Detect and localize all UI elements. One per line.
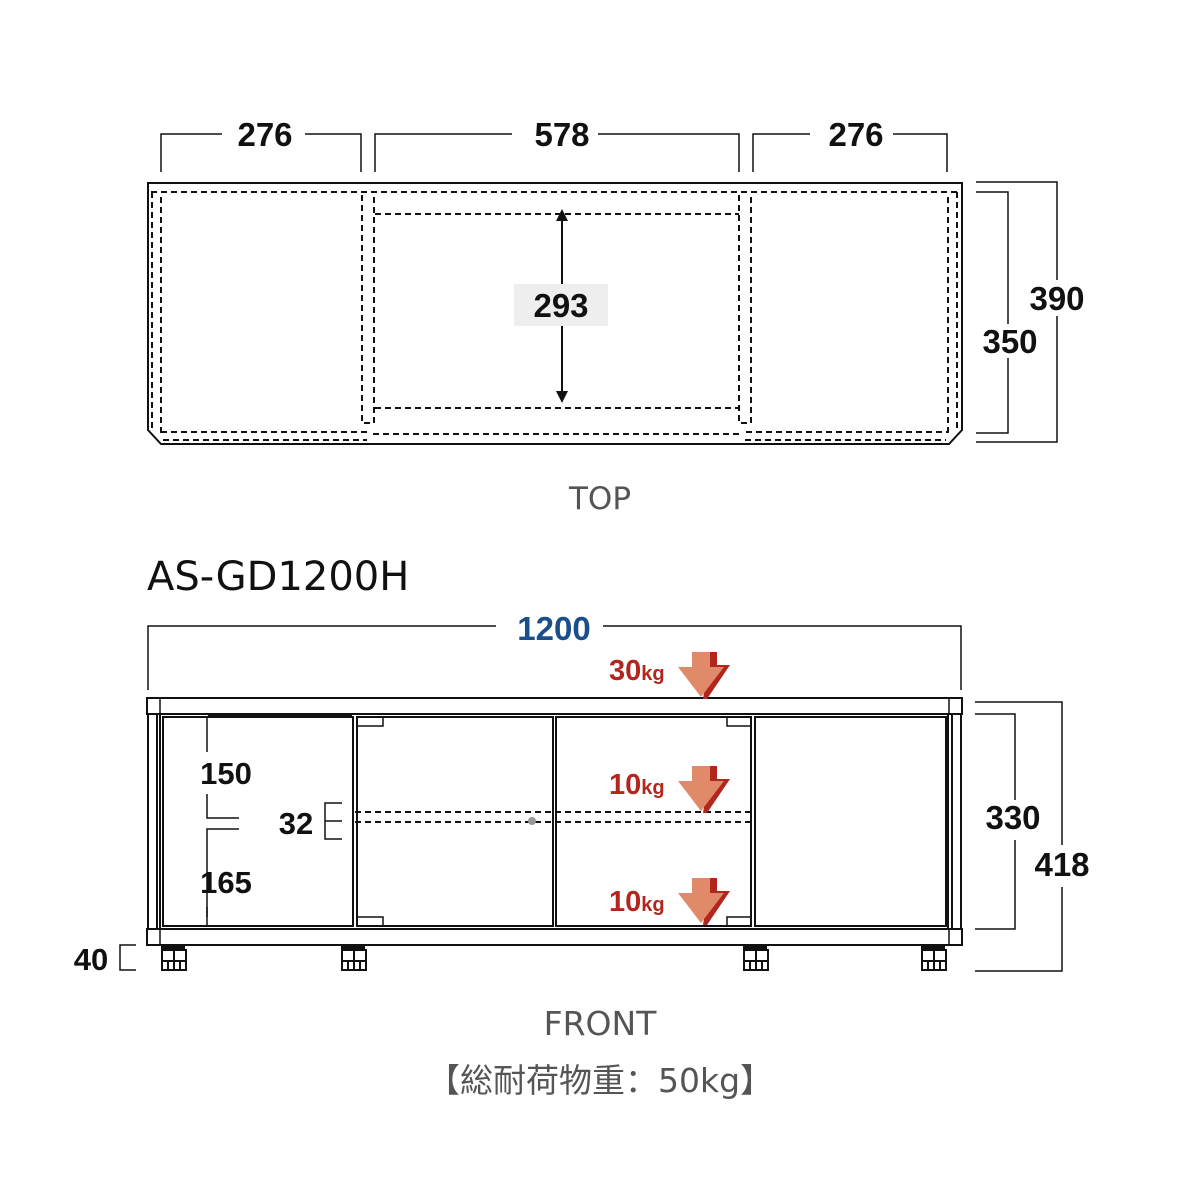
caster-icon — [161, 945, 187, 971]
depth-outer-value: 390 — [1029, 280, 1084, 317]
middle-shelf — [355, 811, 755, 823]
top-board — [146, 697, 963, 715]
top-view: 276 578 276 293 350 390 — [147, 116, 1085, 517]
shelf-upper-value: 150 — [200, 756, 252, 791]
front-view-label: FRONT — [544, 1004, 658, 1043]
top-width-dimensions: 276 578 276 — [160, 116, 948, 172]
top-width-right: 276 — [828, 116, 883, 153]
down-arrow-icon — [678, 652, 730, 699]
caster-icon — [743, 945, 769, 971]
depth-inner-value: 350 — [982, 323, 1037, 360]
height-body-value: 330 — [985, 799, 1040, 836]
total-load-note: 【総耐荷物重：50kg】 — [427, 1061, 773, 1100]
load-bottom-value: 10kg — [609, 886, 665, 918]
down-arrow-icon — [678, 878, 730, 925]
inner-depth-value: 293 — [533, 287, 588, 324]
front-view: AS-GD1200H 1200 — [74, 554, 1090, 1100]
door-panel-right — [754, 716, 947, 927]
total-width-value: 1200 — [517, 610, 590, 647]
hinge-bottom-right — [726, 916, 752, 927]
inner-depth-label-box — [514, 284, 608, 326]
caster-height-dimension: 40 — [74, 942, 136, 977]
load-middle-value: 10kg — [609, 769, 665, 801]
inner-compartment — [375, 213, 739, 409]
top-view-label: TOP — [568, 481, 631, 517]
caster-icon — [341, 945, 367, 971]
knob-icon — [528, 817, 536, 825]
hinge-top-left — [356, 716, 384, 727]
load-top-value: 30kg — [609, 655, 665, 687]
load-top: 30kg — [609, 652, 730, 699]
down-arrow-icon — [678, 766, 730, 813]
height-total-value: 418 — [1034, 846, 1089, 883]
front-height-dimensions: 330 418 — [975, 701, 1090, 972]
top-board-outline — [147, 182, 963, 445]
model-name: AS-GD1200H — [147, 554, 409, 600]
inner-depth-dimension: 293 — [514, 209, 608, 403]
top-width-center: 578 — [534, 116, 589, 153]
caster-height-value: 40 — [74, 942, 108, 977]
total-width-dimension: 1200 — [147, 610, 962, 690]
load-bottom: 10kg — [609, 878, 730, 925]
shelf-thickness-value: 32 — [279, 806, 313, 841]
bottom-board — [146, 928, 963, 946]
shelf-spacing-dimensions: 150 165 32 — [200, 717, 342, 926]
hinge-bottom-left — [356, 916, 384, 927]
top-width-left: 276 — [237, 116, 292, 153]
shelf-lower-value: 165 — [200, 865, 252, 900]
caster-icon — [921, 945, 947, 971]
load-middle: 10kg — [609, 766, 730, 813]
top-depth-dimensions: 350 390 — [976, 181, 1085, 443]
hinge-top-right — [726, 716, 752, 727]
